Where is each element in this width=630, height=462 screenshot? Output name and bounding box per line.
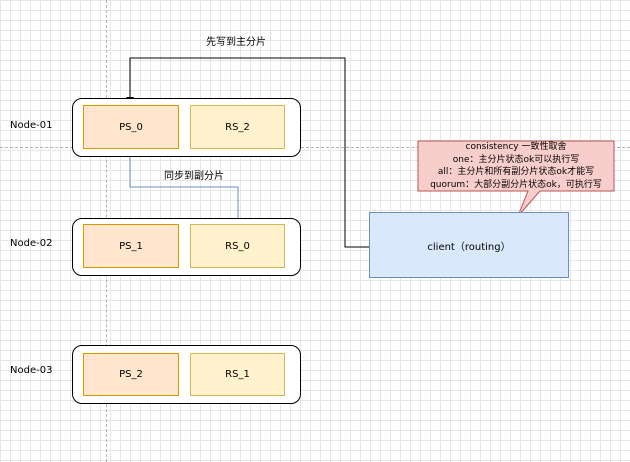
- node-03-replica-shard[interactable]: RS_1: [190, 353, 285, 396]
- consistency-callout-text: consistency 一致性取舍 one：主分片状态ok可以执行写 all：主…: [418, 141, 614, 191]
- consistency-callout: [417, 140, 615, 217]
- node-01-replica-shard[interactable]: RS_2: [190, 105, 285, 149]
- node-03-label: Node-03: [10, 365, 53, 376]
- callout-title: consistency 一致性取舍: [465, 142, 567, 152]
- client-routing-box[interactable]: client（routing）: [369, 212, 569, 278]
- node-02-label: Node-02: [10, 238, 53, 249]
- node-03-primary-shard[interactable]: PS_2: [83, 353, 179, 396]
- node-02-primary-shard[interactable]: PS_1: [83, 224, 179, 268]
- callout-quorum: quorum：大部分副分片状态ok，可执行写: [430, 179, 602, 190]
- node-02-replica-shard[interactable]: RS_0: [190, 224, 285, 268]
- callout-one: one：主分片状态ok可以执行写: [452, 154, 580, 165]
- callout-all: all：主分片和所有副分片状态ok才能写: [437, 167, 595, 177]
- node-01-primary-shard[interactable]: PS_0: [83, 105, 179, 149]
- write-primary-label: 先写到主分片: [206, 37, 266, 48]
- write-primary-edge: [126, 57, 369, 248]
- node-01-label: Node-01: [10, 120, 53, 131]
- guide-line-horizontal: [0, 147, 630, 148]
- sync-replica-label: 同步到副分片: [164, 171, 224, 182]
- sync-replica-edge: [129, 149, 239, 218]
